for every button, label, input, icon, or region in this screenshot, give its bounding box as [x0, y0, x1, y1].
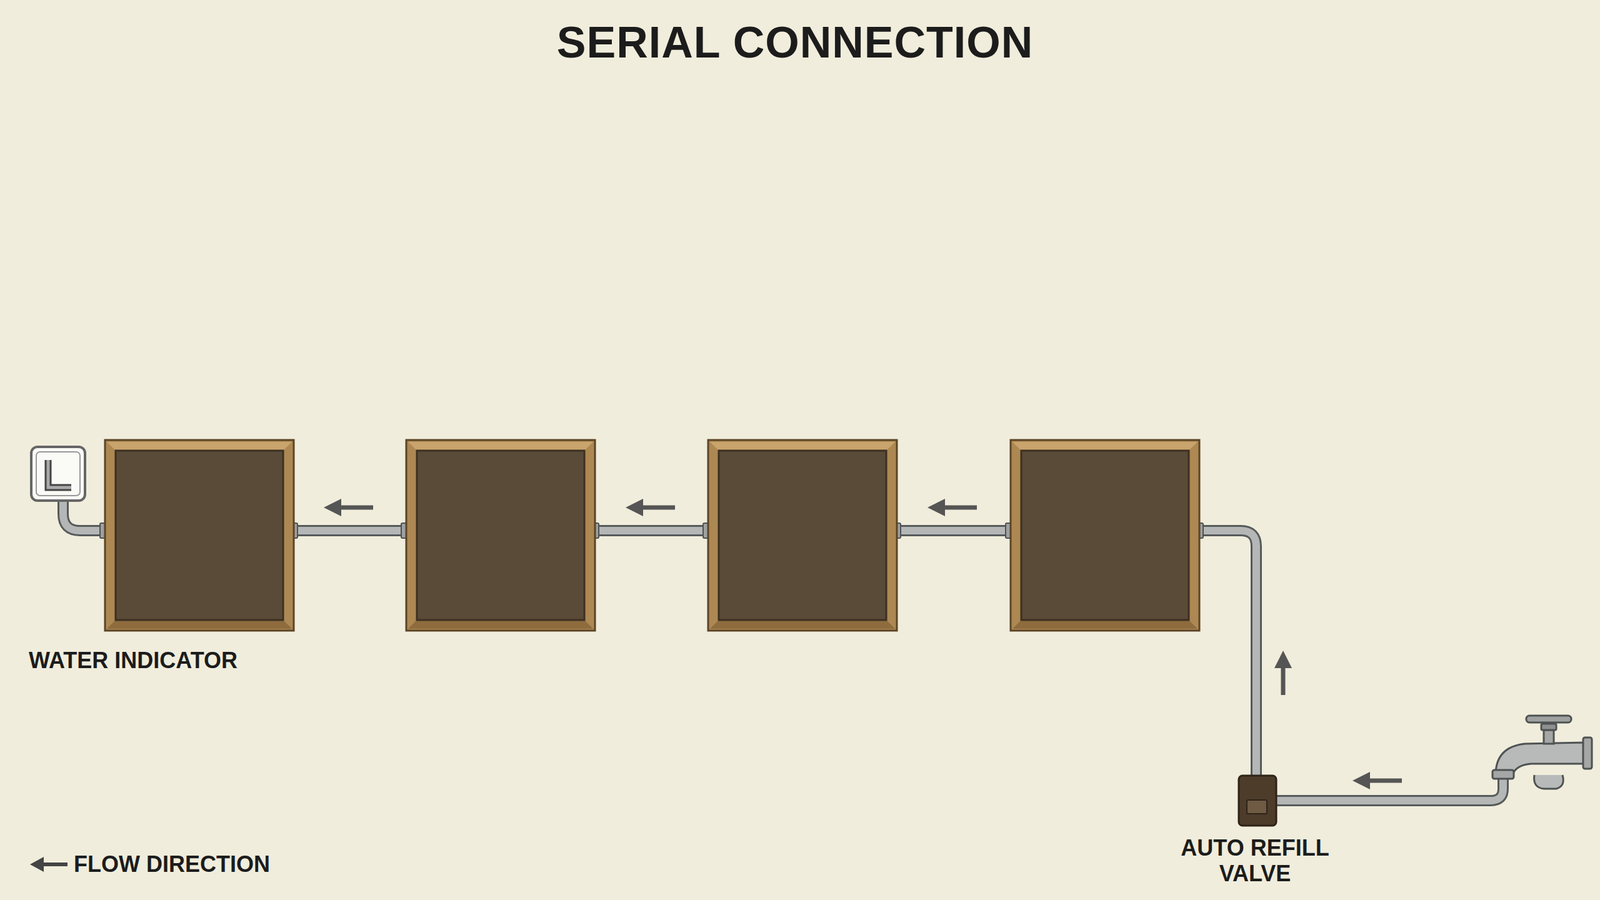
- drawing-part: [31, 446, 85, 501]
- drawing-part: [1246, 800, 1267, 814]
- legend-arrow-shaft: [41, 862, 68, 867]
- legend-arrow: [27, 855, 69, 874]
- raised-bed: [406, 440, 595, 631]
- drawing-part: [634, 505, 675, 510]
- drawing-part: [48, 460, 72, 488]
- legend-entry: FLOW DIRECTION: [27, 851, 270, 878]
- drawing-part: [406, 440, 595, 631]
- drawing-part: [1238, 775, 1277, 826]
- water-faucet: [1492, 715, 1592, 789]
- raised-bed: [105, 440, 1200, 631]
- part-label: AUTO REFILL VALVE: [1161, 835, 1349, 887]
- drawing-part: [105, 440, 294, 631]
- drawing-part: [708, 440, 897, 631]
- drawing-part: [1021, 450, 1189, 620]
- water-indicator-icon: [31, 446, 85, 501]
- auto-refill-valve-body: [1238, 775, 1277, 826]
- raised-bed: [708, 440, 897, 631]
- legend-arrow-head: [30, 856, 44, 872]
- drawing-part: [718, 450, 887, 620]
- raised-bed: [1010, 440, 1200, 631]
- drawing-part: [48, 460, 72, 488]
- diagram-title: SERIAL CONNECTION: [0, 17, 1595, 68]
- drawing-part: [1361, 778, 1402, 784]
- drawing-part: [1526, 715, 1572, 723]
- raised-bed: [105, 440, 294, 631]
- drawing-part: [1543, 730, 1554, 744]
- drawing-part: [1281, 659, 1286, 695]
- drawing-part: [1010, 440, 1200, 631]
- drawing-part: [1534, 775, 1564, 789]
- drawing-part: [36, 451, 80, 496]
- drawing-part: [1541, 723, 1557, 730]
- legend: FLOW DIRECTION: [27, 851, 270, 878]
- drawing-part: [1492, 770, 1514, 779]
- drawing-part: [416, 450, 585, 620]
- part-label: WATER INDICATOR: [28, 647, 238, 674]
- drawing-part: [115, 450, 284, 620]
- legend-text: FLOW DIRECTION: [73, 851, 270, 878]
- flow-arrow: [332, 507, 1402, 781]
- drawing-part: [1583, 737, 1592, 769]
- drawing-part: [332, 505, 374, 510]
- drawing-part: [936, 505, 977, 510]
